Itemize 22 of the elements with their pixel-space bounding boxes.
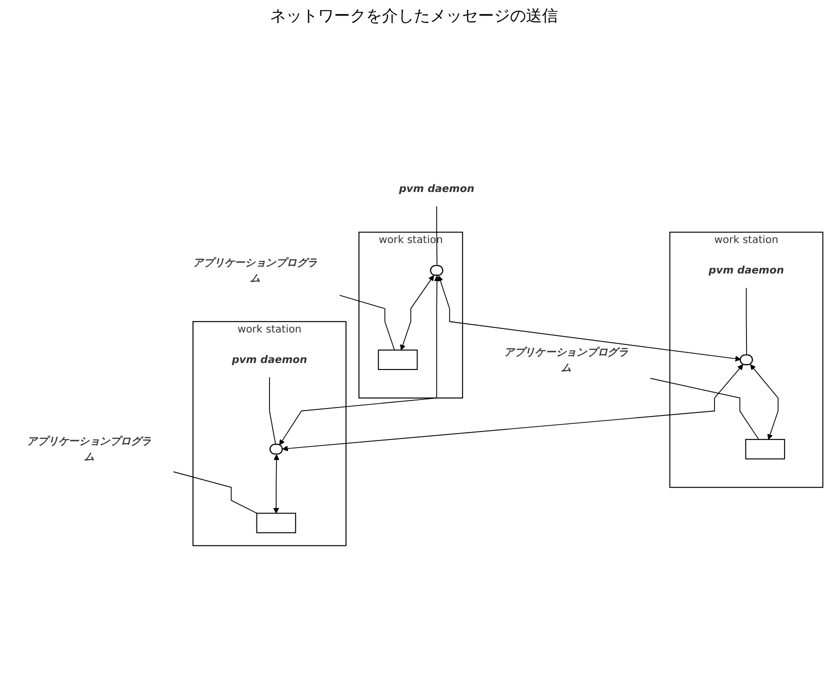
- node-text: アプリケーションプログラム: [504, 346, 628, 374]
- arrow: [279, 276, 440, 446]
- node-text: pvm daemon: [399, 182, 474, 195]
- node-text: アプリケーションプログラム: [193, 256, 318, 284]
- node-box: [378, 350, 418, 370]
- connector: [173, 471, 258, 514]
- connector: [436, 206, 438, 266]
- arrow: [750, 364, 778, 440]
- connector: [746, 288, 748, 356]
- node-text: pvm daemon: [232, 353, 308, 366]
- connector: [269, 376, 276, 446]
- arrow: [438, 276, 741, 362]
- node-text: pvm daemon: [708, 264, 784, 276]
- connector: [650, 378, 760, 440]
- node-box: [745, 438, 786, 460]
- arrow: [273, 454, 280, 514]
- node-box: [256, 512, 296, 534]
- node-text: アプリケーションプログラム: [27, 434, 152, 463]
- arrow: [400, 275, 434, 350]
- note-text: ネットワークを介したメッセージの送信: [270, 6, 558, 27]
- arrow: [282, 364, 744, 452]
- connector: [339, 294, 395, 350]
